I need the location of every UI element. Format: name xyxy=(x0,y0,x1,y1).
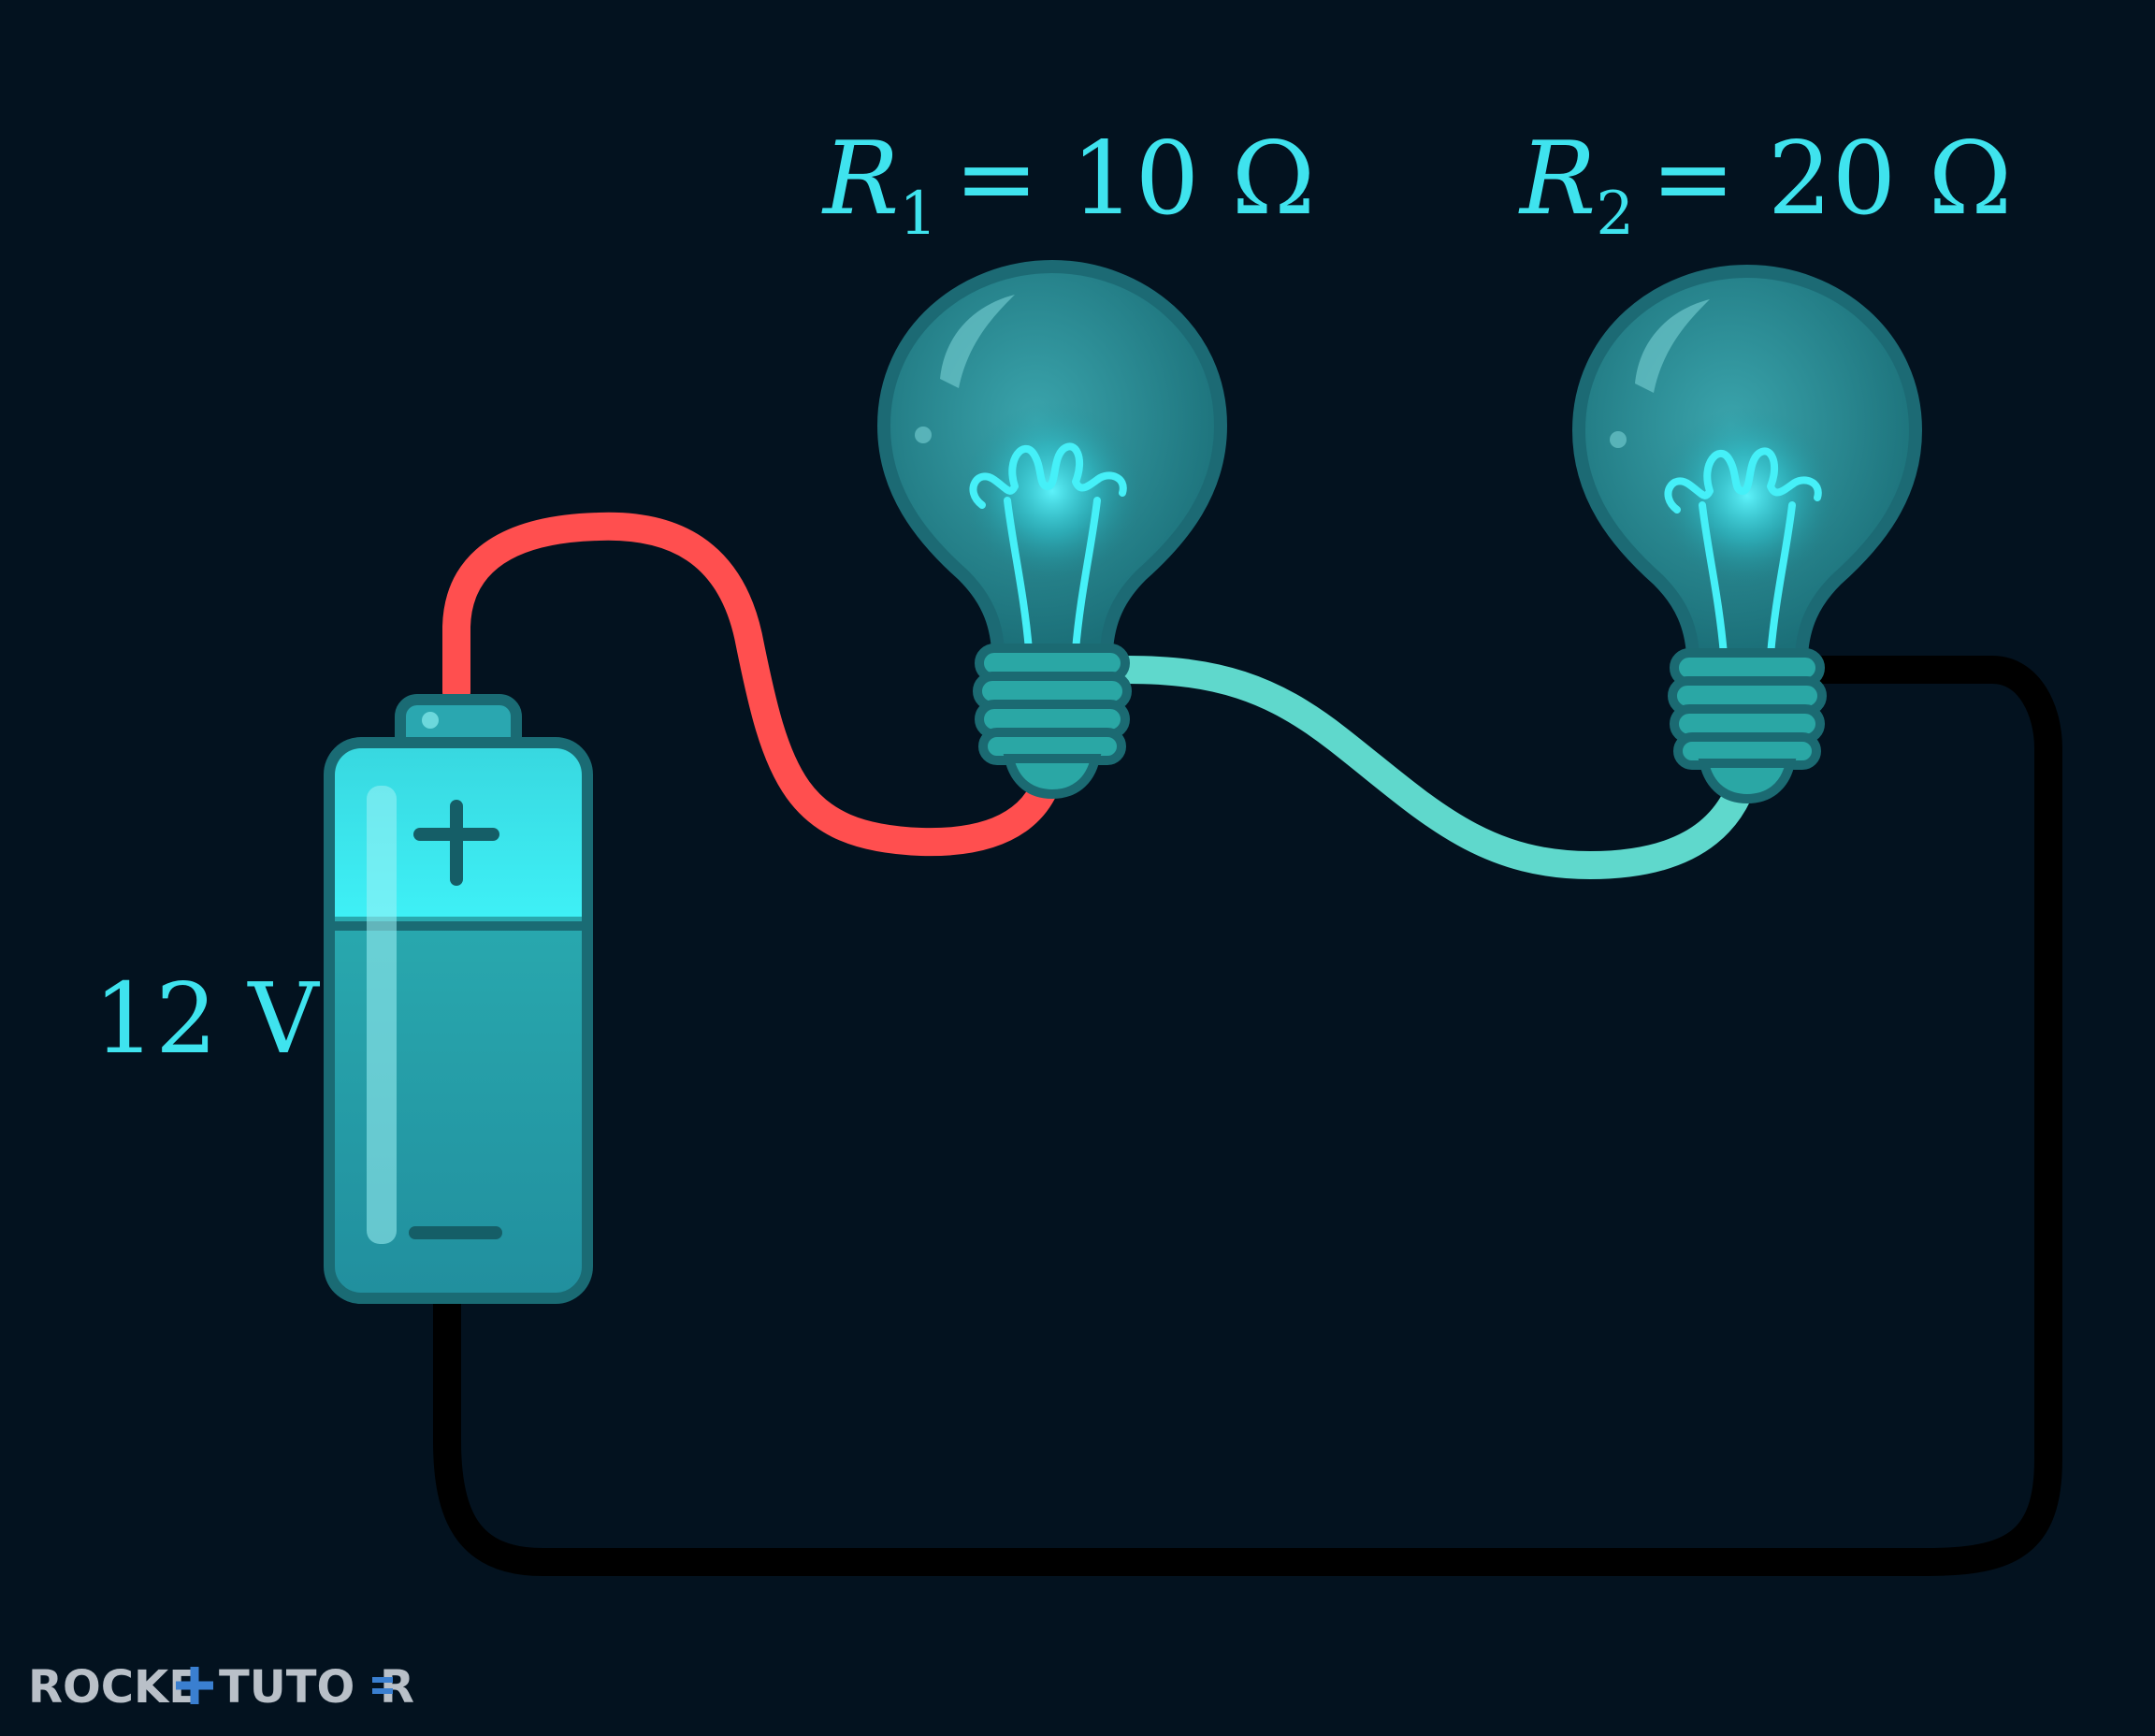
brand-logo: ROCKE TUTO R xyxy=(28,1661,414,1714)
bulb-r2 xyxy=(1579,271,1916,799)
return-wire xyxy=(433,656,2062,1576)
positive-wire xyxy=(442,512,1066,857)
bulb-r1 xyxy=(884,267,1221,794)
svg-text:R: R xyxy=(380,1661,414,1714)
battery xyxy=(324,694,593,1304)
svg-text:ROCKE: ROCKE xyxy=(28,1661,199,1714)
battery-voltage-label: 12 V xyxy=(94,962,320,1076)
r1-label: R1= 10 Ω xyxy=(821,121,1315,249)
brand-plus-icon xyxy=(176,1667,213,1704)
r2-label: R2= 20 Ω xyxy=(1518,121,2012,249)
series-wire xyxy=(1113,656,1763,879)
svg-text:TUTO: TUTO xyxy=(219,1661,354,1714)
plus-sign xyxy=(413,800,499,886)
